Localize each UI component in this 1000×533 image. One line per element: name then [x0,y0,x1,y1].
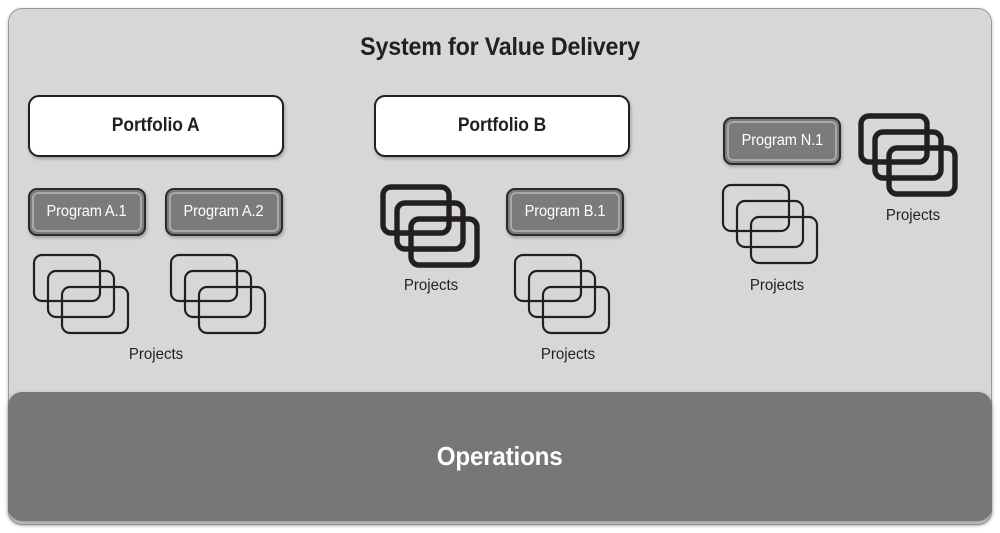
projects-stack-a-2[interactable] [169,253,269,341]
portfolio-a-label: Portfolio A [112,115,200,136]
projects-stack-b-1[interactable] [513,253,613,341]
program-a-1-box[interactable]: Program A.1 [28,188,146,236]
projects-caption-n-1: Projects [749,277,805,294]
portfolio-b-label: Portfolio B [457,115,547,136]
program-a-2-box[interactable]: Program A.2 [165,188,283,236]
program-b-1-label: Program B.1 [524,203,606,220]
page-title: System for Value Delivery [360,33,640,61]
projects-stack-n-1[interactable] [721,183,821,271]
program-a-1-label: Program A.1 [47,203,127,220]
projects-stack-b-standalone[interactable] [379,183,483,275]
projects-stack-a-1[interactable] [32,253,132,341]
program-b-1-box[interactable]: Program B.1 [506,188,624,236]
program-a-2-label: Program A.2 [184,203,264,220]
program-n-1-box[interactable]: Program N.1 [723,117,841,165]
operations-bar[interactable]: Operations [8,392,992,521]
operations-label: Operations [437,441,563,471]
portfolio-b-box[interactable]: Portfolio B [374,95,630,157]
projects-caption-b-1: Projects [540,346,596,363]
projects-stack-n-standalone[interactable] [857,112,961,204]
program-n-1-label: Program N.1 [741,132,823,149]
portfolio-a-box[interactable]: Portfolio A [28,95,284,157]
projects-caption-n-standalone: Projects [885,207,941,224]
projects-caption-portfolio-a: Projects [128,346,184,363]
projects-caption-b-standalone: Projects [403,277,459,294]
